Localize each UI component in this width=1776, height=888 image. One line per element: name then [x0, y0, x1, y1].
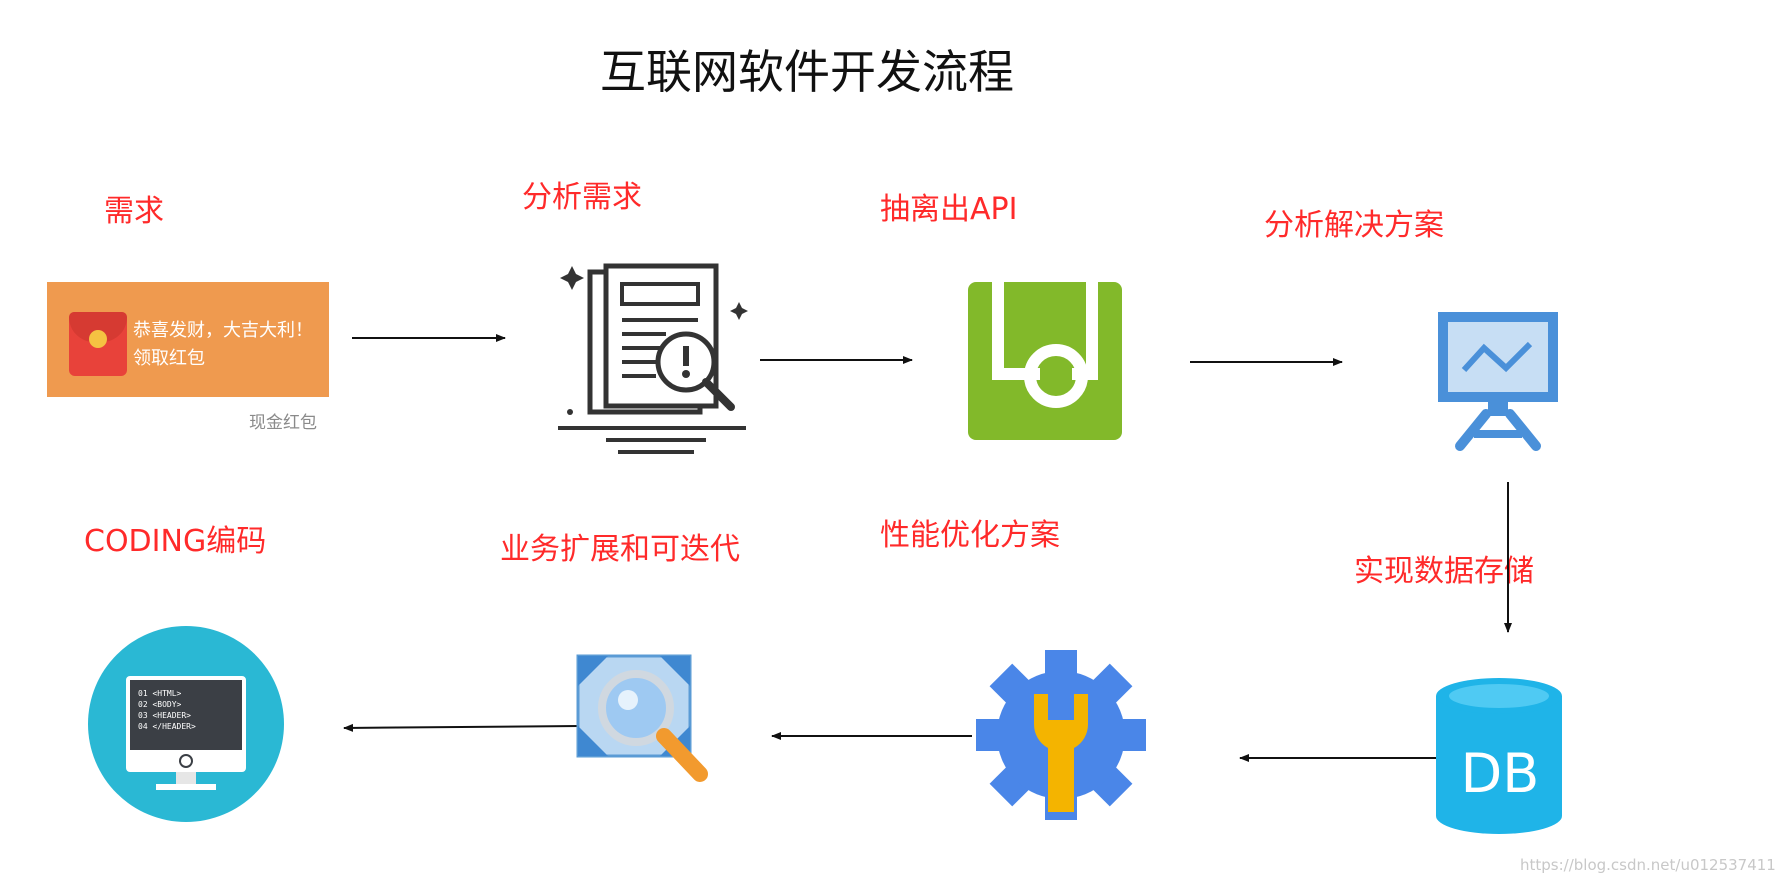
label-analyze: 分析需求 [522, 180, 642, 215]
page-title: 互联网软件开发流程 [600, 45, 1014, 99]
red-packet-card: 恭喜发财，大吉大利！ 领取红包 现金红包 [47, 282, 329, 442]
label-storage: 实现数据存储 [1354, 554, 1534, 589]
code-line: 02 <BODY> [138, 700, 182, 709]
red-packet-greeting: 恭喜发财，大吉大利！ [133, 320, 313, 341]
red-packet-caption: 现金红包 [249, 413, 317, 433]
label-requirement: 需求 [104, 194, 164, 229]
red-packet-icon [69, 312, 127, 376]
api-icon [968, 282, 1122, 440]
gear-wrench-icon [976, 650, 1146, 820]
label-perf: 性能优化方案 [880, 518, 1060, 553]
code-text: 01 <HTML> 02 <BODY> 03 <HEADER> 04 </HEADER… [138, 689, 196, 731]
code-line: 04 </HEADER> [138, 722, 196, 731]
code-monitor-icon: 01 <HTML> 02 <BODY> 03 <HEADER> 04 </HEADER… [88, 626, 284, 822]
code-line: 01 <HTML> [138, 689, 182, 698]
label-coding: CODING编码 [84, 524, 267, 559]
database-icon [1436, 678, 1562, 834]
arrow-iterate-coding [343, 723, 581, 732]
label-solution: 分析解决方案 [1264, 208, 1444, 243]
document-search-icon [558, 263, 748, 454]
watermark: https://blog.csdn.net/u012537411 [1520, 856, 1776, 874]
label-api: 抽离出API [880, 192, 1018, 227]
red-packet-claim: 领取红包 [133, 348, 205, 369]
presentation-board-icon [1438, 312, 1558, 451]
label-iterate: 业务扩展和可迭代 [500, 532, 740, 567]
expand-search-icon [576, 654, 708, 782]
db-label: DB [1460, 742, 1540, 805]
code-line: 03 <HEADER> [138, 711, 191, 720]
red-packet-banner: 恭喜发财，大吉大利！ 领取红包 [47, 282, 329, 397]
